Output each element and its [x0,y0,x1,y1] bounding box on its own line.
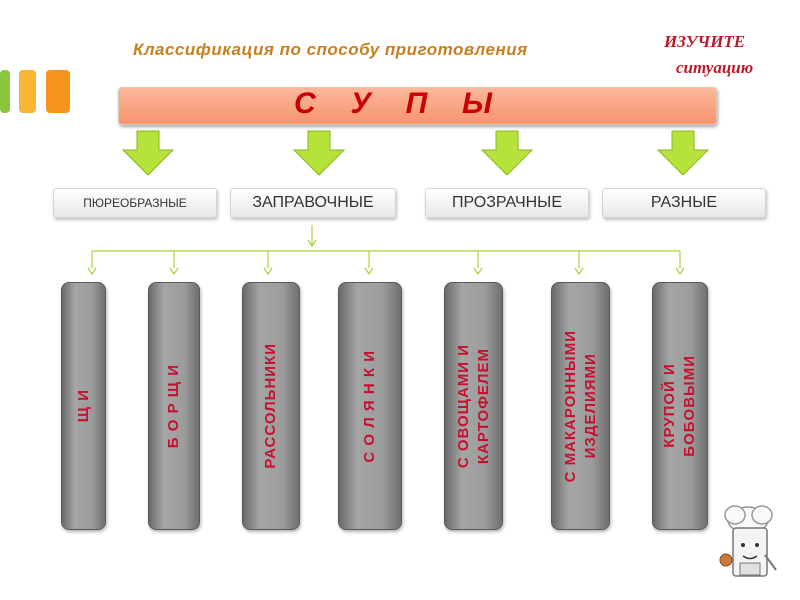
soup-type-pasta: С МАКАРОННЫМИ ИЗДЕЛИЯМИ [551,282,610,530]
soup-type-label: С МАКАРОННЫМИ ИЗДЕЛИЯМИ [561,329,599,483]
main-letter-1: С [294,87,316,120]
soup-type-label: КРУПОЙ И БОБОВЫМИ [661,355,698,457]
main-title-bar [118,87,717,125]
category-clear: ПРОЗРАЧНЫЕ [425,188,589,218]
soup-type-rassolniki: РАССОЛЬНИКИ [242,282,300,530]
main-title: С У П Ы [278,85,508,123]
soup-type-label: С ОВОЩАМИ И КАРТОФЕЛЕМ [454,343,492,469]
soup-type-vegetables: С ОВОЩАМИ И КАРТОФЕЛЕМ [444,282,503,530]
main-letter-3: П [405,87,428,120]
down-arrow-4 [656,130,710,176]
study-note-line2: ситуацию [676,58,754,77]
diagram-subtitle: Классификация по способу приготовления [133,40,528,59]
down-arrow-2 [292,130,346,176]
category-pureed: ПЮРЕОБРАЗНЫЕ [53,188,217,218]
chef-illustration [719,505,777,577]
study-note-line1: ИЗУЧИТЕ [664,32,746,51]
soup-type-shchi: Щ И [61,282,106,530]
deco-tab-orange [46,70,70,113]
main-letter-4: Ы [461,87,492,120]
down-arrow-3 [480,130,534,176]
soup-type-label: Щ И [74,389,92,423]
deco-tab-yellow [19,70,36,113]
category-dressed: ЗАПРАВОЧНЫЕ [230,188,396,218]
soup-type-grain-beans: КРУПОЙ И БОБОВЫМИ [652,282,708,530]
soup-type-label: Б О Р Щ И [165,363,182,449]
soup-type-label: С О Л Я Н К И [361,349,378,463]
deco-tab-green [0,70,10,113]
soup-type-borshchi: Б О Р Щ И [148,282,200,530]
soup-type-solyanki: С О Л Я Н К И [338,282,402,530]
category-various: РАЗНЫЕ [602,188,766,218]
soup-type-label: РАССОЛЬНИКИ [262,343,279,469]
down-arrow-1 [121,130,175,176]
main-letter-2: У [350,87,371,120]
